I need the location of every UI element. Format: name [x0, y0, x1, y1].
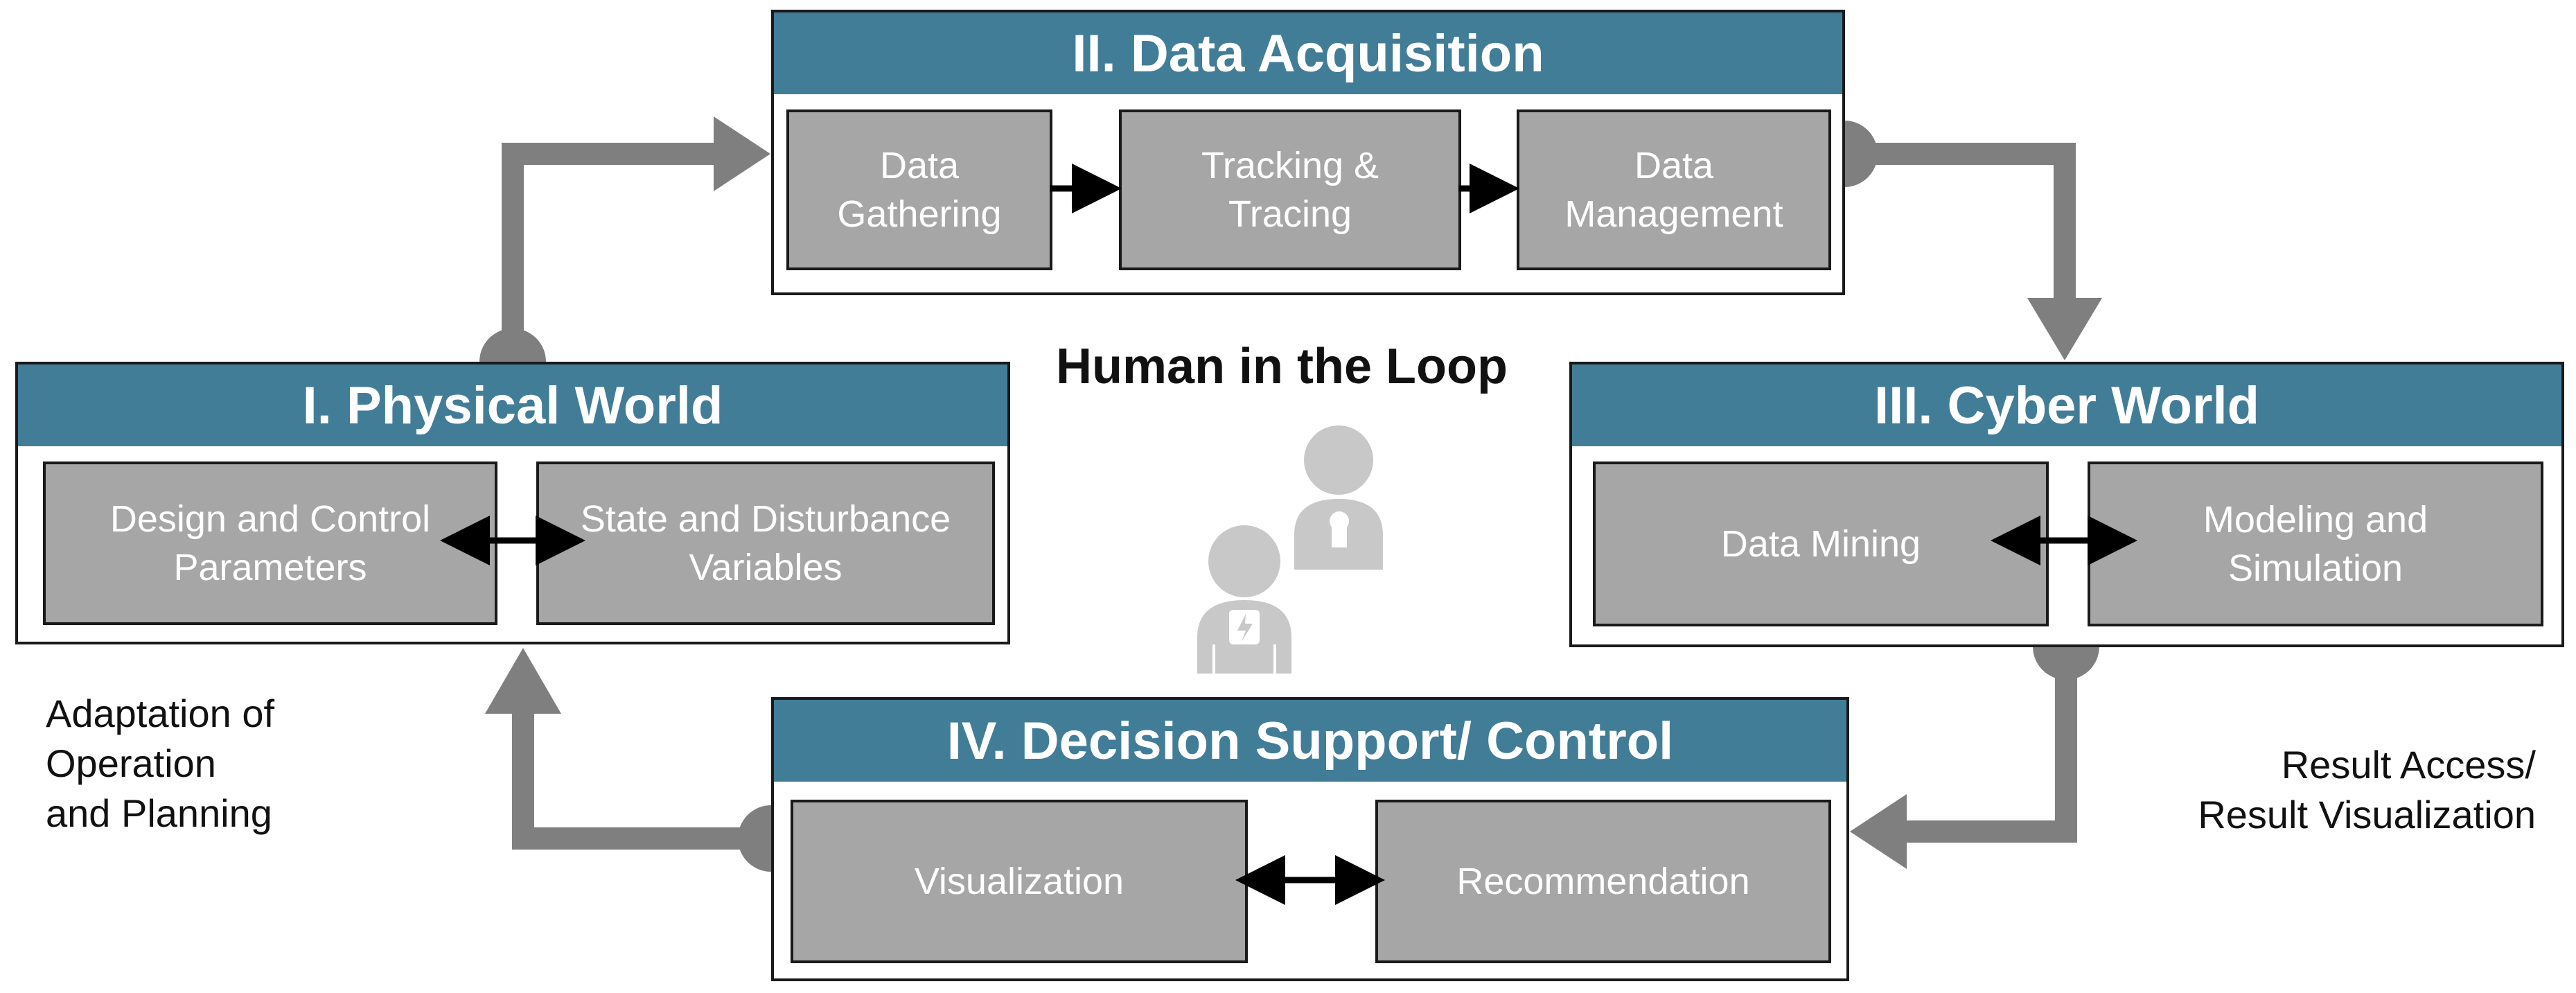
panel-title: III. Cyber World	[1572, 364, 2561, 446]
design-control-parameters-box: Design and Control Parameters	[43, 462, 497, 625]
modeling-simulation-box: Modeling and Simulation	[2088, 462, 2543, 626]
panel-decision-support: IV. Decision Support/ Control Visualizat…	[771, 697, 1849, 981]
panel-title: IV. Decision Support/ Control	[774, 700, 1846, 782]
panel-physical-world: I. Physical World Design and Control Par…	[15, 362, 1010, 644]
panel-cyber-world: III. Cyber World Data Mining Modeling an…	[1569, 362, 2564, 647]
technician-icon	[1294, 425, 1383, 570]
data-gathering-box: Data Gathering	[786, 109, 1052, 270]
human-in-the-loop-title: Human in the Loop	[1056, 339, 1508, 394]
data-management-box: Data Management	[1517, 109, 1831, 270]
panel-title: II. Data Acquisition	[774, 12, 1842, 94]
panel-title: I. Physical World	[18, 364, 1007, 446]
data-mining-box: Data Mining	[1593, 462, 2049, 626]
flow-arrow-physical-to-acquisition	[479, 116, 770, 362]
state-disturbance-variables-box: State and Disturbance Variables	[536, 462, 995, 625]
result-access-label: Result Access/ Result Visualization	[2198, 743, 2536, 836]
adaptation-label: Adaptation of Operation and Planning	[46, 692, 275, 835]
panel-data-acquisition: II. Data Acquisition Data Gathering Trac…	[771, 10, 1845, 295]
operator-icon	[1197, 525, 1291, 674]
visualization-box: Visualization	[791, 800, 1248, 963]
flow-arrow-decision-to-physical	[485, 648, 771, 872]
recommendation-box: Recommendation	[1375, 800, 1831, 963]
flow-arrow-cyber-to-decision	[1850, 647, 2099, 869]
flow-arrow-acquisition-to-cyber	[1844, 121, 2102, 360]
